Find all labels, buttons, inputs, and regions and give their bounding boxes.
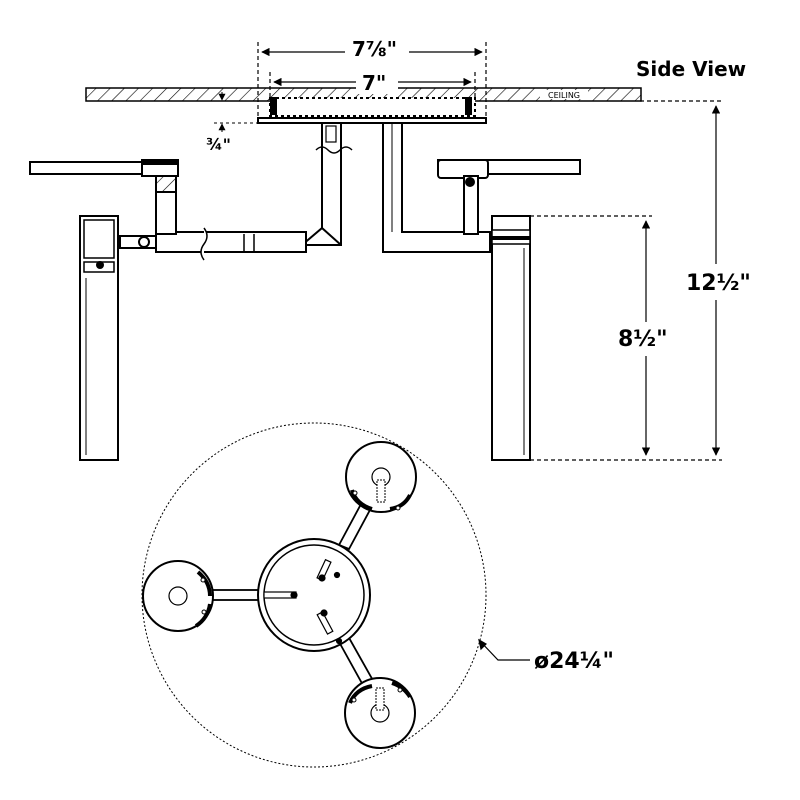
left-stem — [299, 122, 353, 246]
dim-shade-height-label: 8½" — [618, 327, 668, 352]
shade-top — [345, 441, 417, 513]
shade-bottom — [344, 677, 416, 749]
diameter-leader — [478, 638, 530, 661]
inner-stubs — [263, 558, 343, 645]
diameter-label: ø24¼" — [534, 649, 614, 674]
dim-overall-height-label: 12½" — [686, 271, 751, 296]
view-title: Side View — [636, 57, 746, 81]
left-arm — [119, 175, 307, 261]
canopy — [257, 97, 487, 124]
left-rod — [29, 159, 179, 177]
right-shade — [491, 215, 531, 461]
dim-canopy-depth — [214, 92, 258, 132]
dim-canopy-depth-label: ¾" — [206, 135, 231, 154]
top-view: ø24¼" — [141, 422, 614, 768]
dim-canopy-outer-label: 7⅞" — [352, 37, 397, 61]
left-shade — [79, 215, 119, 461]
right-rod — [437, 159, 581, 235]
dim-canopy-inner-label: 7" — [362, 71, 386, 95]
ceiling-label: CEILING — [548, 91, 580, 100]
right-stem — [382, 122, 491, 253]
overall-diameter-circle — [141, 422, 487, 768]
shade-left — [142, 560, 214, 632]
